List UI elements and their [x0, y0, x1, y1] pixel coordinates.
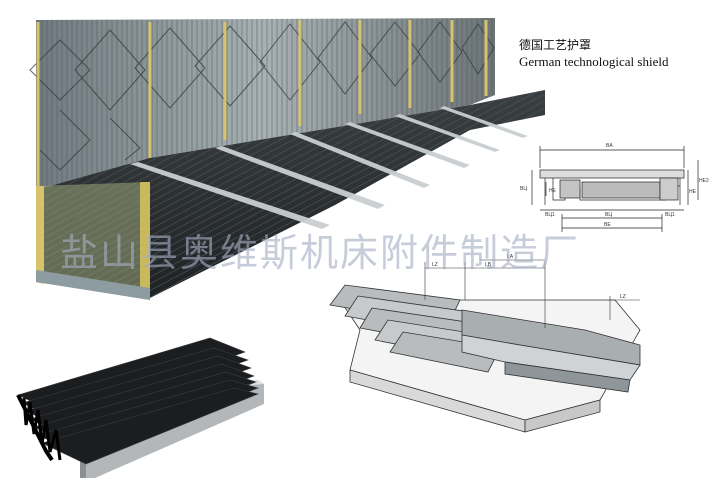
caption-chinese: 德国工艺护罩 [519, 38, 592, 52]
company-watermark: 盐山县奥维斯机床附件制造厂 [60, 231, 581, 275]
dim-bellows-lb: LB [485, 262, 492, 268]
caption-english: German technological shield [519, 54, 669, 69]
dim-bottom-left: ВЦ1 [545, 212, 555, 218]
dim-bottom-right: ВЦ1 [665, 212, 675, 218]
dim-inner-height: НЕ [549, 188, 557, 194]
dim-bellows-lz-right: LZ [620, 294, 626, 300]
dim-right-height-2: НЕ2 [699, 178, 709, 184]
dim-left-height: ВЦ [520, 186, 527, 192]
dim-bottom-mid: ВЦ [605, 212, 612, 218]
dim-bottom-overall: ВЕ [604, 222, 611, 228]
dim-top-overall: BA [606, 143, 613, 149]
dim-bellows-lz: LZ [432, 262, 438, 268]
dim-right-height-1: НЕ [689, 189, 697, 195]
dim-bellows-la: LA [507, 254, 514, 260]
